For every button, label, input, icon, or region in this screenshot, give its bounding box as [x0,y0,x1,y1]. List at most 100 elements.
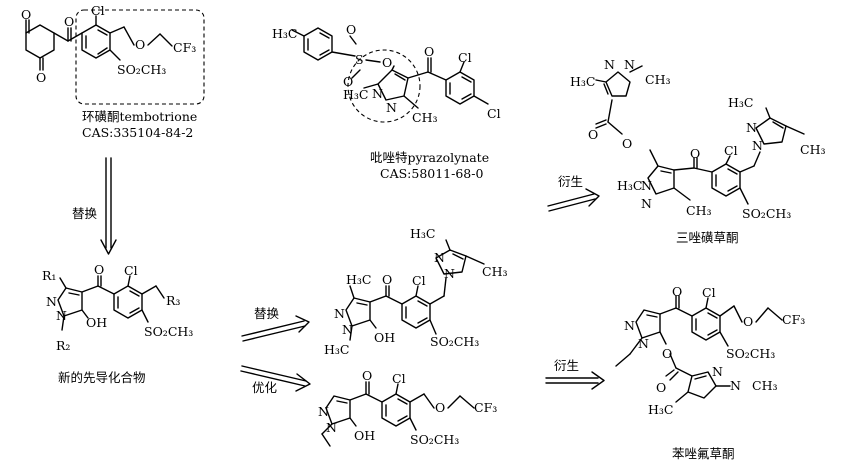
atom-label: N [444,266,455,281]
tripyrasulfone-name: 三唑磺草酮 [676,230,739,245]
atom-label: OH [374,330,395,345]
arrow-derive-top [547,188,600,212]
atom-label: Cl [124,263,138,278]
atom-label: N [604,57,615,72]
atom-label: Cl [392,371,406,386]
atom-label: H₃C [570,74,595,89]
atom-label: N [624,57,635,72]
atom-label: H₃C [272,26,297,41]
atom-label: H₃C [343,87,368,102]
atom-label: Cl [487,106,501,121]
tembotrione-name: 环磺酮tembotrione [82,109,197,124]
atom-label: N [326,420,337,435]
tripyrasulfone-structure [595,65,805,205]
lead-compound-name: 新的先导化合物 [58,370,146,385]
atom-label: Cl [724,143,738,158]
atom-label: O [656,380,666,395]
atom-label: O [94,262,104,277]
atom-label: CH₃ [412,110,437,125]
arrow-derive-bottom [545,371,605,390]
arrow-label-derive-bottom: 衍生 [554,358,579,373]
atom-label: O [435,400,445,415]
atom-label: H₃C [728,95,753,110]
atom-label: Cl [91,3,105,18]
replaced-product-structure [345,239,485,341]
arrow-label-optimize: 优化 [252,380,278,395]
lead-compound-structure [57,275,165,331]
atom-label: CF₃ [173,40,196,55]
atom-label: O [362,368,372,383]
atom-label: O [135,37,145,52]
atom-label: CH₃ [482,264,507,279]
atom-label: O [662,346,672,361]
atom-label: SO₂CH₃ [430,334,479,349]
atom-label: Cl [458,50,472,65]
atom-label: O [424,44,434,59]
arrow-replace-right [241,315,310,342]
pyrazolynate-name: 吡唑特pyrazolynate [370,150,489,165]
atom-label: R₁ [42,268,56,283]
atom-label: CH₃ [686,203,711,218]
atom-label: O [346,22,356,37]
atom-label: Cl [412,273,426,288]
atom-label: N [434,250,445,265]
atom-label: O [690,146,700,161]
atom-label: O [21,7,31,22]
atom-label: N [641,178,652,193]
arrow-optimize [240,365,311,392]
arrow-label-derive-top: 衍生 [558,174,583,189]
atom-label: CF₃ [474,400,497,415]
atom-label: O [672,284,682,299]
fenpyrasulfone-structure [615,295,783,403]
atom-label: O [743,314,753,329]
atom-label: H₃C [648,402,673,417]
atom-label: N [334,306,345,321]
arrow-label-replace-right: 替换 [254,306,280,321]
atom-label: N [730,378,741,393]
tembotrione-structure [25,9,205,105]
atom-label: SO₂CH₃ [410,432,459,447]
atom-label: N [318,404,329,419]
atom-label: H₃C [617,178,642,193]
atom-label: O [622,136,632,151]
arrow-replace-down [100,157,117,255]
atom-label: CF₃ [782,312,805,327]
optimized-product-structure [321,381,475,447]
atom-label: N [46,294,57,309]
atom-label: N [372,86,383,101]
atom-label: OH [354,428,375,443]
atom-label: SO₂CH₃ [742,206,791,221]
atom-label: CH₃ [800,142,825,157]
atom-label: O [36,70,46,85]
atom-label: O [343,74,353,89]
atom-label: H₃C [324,342,349,357]
atom-label: O [382,272,392,287]
atom-label: N [56,308,67,323]
atom-label: N [746,120,757,135]
atom-label: SO₂CH₃ [117,62,166,77]
atom-label: N [712,364,723,379]
atom-label: R₂ [56,338,70,353]
atom-label: H₃C [410,226,435,241]
atom-label: SO₂CH₃ [726,346,775,361]
atom-label: S [355,52,364,67]
atom-label: N [641,196,652,211]
atom-label: Cl [702,285,716,300]
fenpyrasulfone-name: 苯唑氟草酮 [672,446,735,461]
atom-label: O [588,127,598,142]
atom-label: N [342,322,353,337]
atom-label: N [638,336,649,351]
pyrazolynate-cas: CAS:58011-68-0 [380,166,483,181]
atom-label: OH [86,315,107,330]
atom-label: N [752,138,763,153]
arrow-label-replace-down: 替换 [72,206,98,221]
atom-label: CH₃ [752,378,777,393]
atom-label: SO₂CH₃ [144,324,193,339]
atom-label: CH₃ [645,72,670,87]
atom-label: O [64,14,74,29]
pyrazolynate-structure [291,27,489,123]
atom-label: N [624,318,635,333]
atom-label: H₃C [346,272,371,287]
atom-label: R₃ [166,293,180,308]
